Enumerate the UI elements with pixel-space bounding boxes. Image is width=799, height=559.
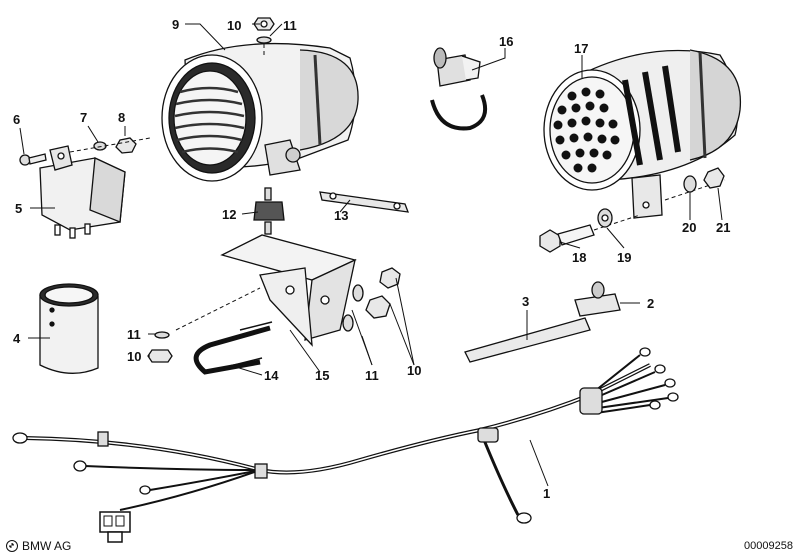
brand-name: BMW AG [22, 539, 72, 553]
leader-lines [19, 23, 723, 487]
label-part-2: 2 [647, 296, 654, 311]
label-part-6: 6 [13, 112, 20, 127]
label-part-10b: 10 [127, 349, 141, 364]
part-labels: 9 10 11 16 17 6 7 8 5 12 13 4 11 10 14 1… [13, 17, 730, 501]
label-part-12: 12 [222, 207, 236, 222]
label-part-16: 16 [499, 34, 513, 49]
label-part-7: 7 [80, 110, 87, 125]
relay [39, 145, 126, 239]
label-part-8: 8 [118, 110, 125, 125]
ubolt-14 [193, 321, 273, 375]
label-part-21: 21 [716, 220, 730, 235]
bmw-logo-icon [6, 540, 18, 552]
bracket-15 [220, 234, 357, 347]
label-part-14: 14 [264, 368, 279, 383]
strap-13 [319, 191, 409, 213]
label-part-10a: 10 [227, 18, 241, 33]
washer-7-nut-8 [69, 137, 151, 154]
nut-top [253, 17, 275, 58]
label-part-10c: 10 [407, 363, 421, 378]
horn-right [543, 49, 742, 219]
label-part-11b: 11 [127, 327, 141, 342]
label-part-13: 13 [334, 208, 348, 223]
label-part-11a: 11 [283, 18, 297, 33]
label-part-15: 15 [315, 368, 329, 383]
screw-6 [19, 153, 47, 166]
document-number: 00009258 [744, 540, 793, 552]
label-part-18: 18 [572, 250, 586, 265]
label-part-20: 20 [682, 220, 696, 235]
label-part-9: 9 [172, 17, 179, 32]
label-part-4: 4 [13, 331, 21, 346]
horn-left [161, 42, 359, 182]
label-part-17: 17 [574, 41, 588, 56]
switch-2 [574, 281, 621, 317]
label-part-19: 19 [617, 250, 631, 265]
brand-footer: BMW AG [6, 539, 71, 553]
label-part-1: 1 [543, 486, 550, 501]
sleeve-4 [39, 283, 99, 374]
harness-1 [12, 347, 679, 543]
label-part-11c: 11 [365, 368, 379, 383]
bolt-18 [539, 167, 726, 253]
mount-12 [253, 187, 285, 235]
label-part-3: 3 [522, 294, 529, 309]
label-part-5: 5 [15, 201, 22, 216]
clamp [430, 47, 487, 131]
